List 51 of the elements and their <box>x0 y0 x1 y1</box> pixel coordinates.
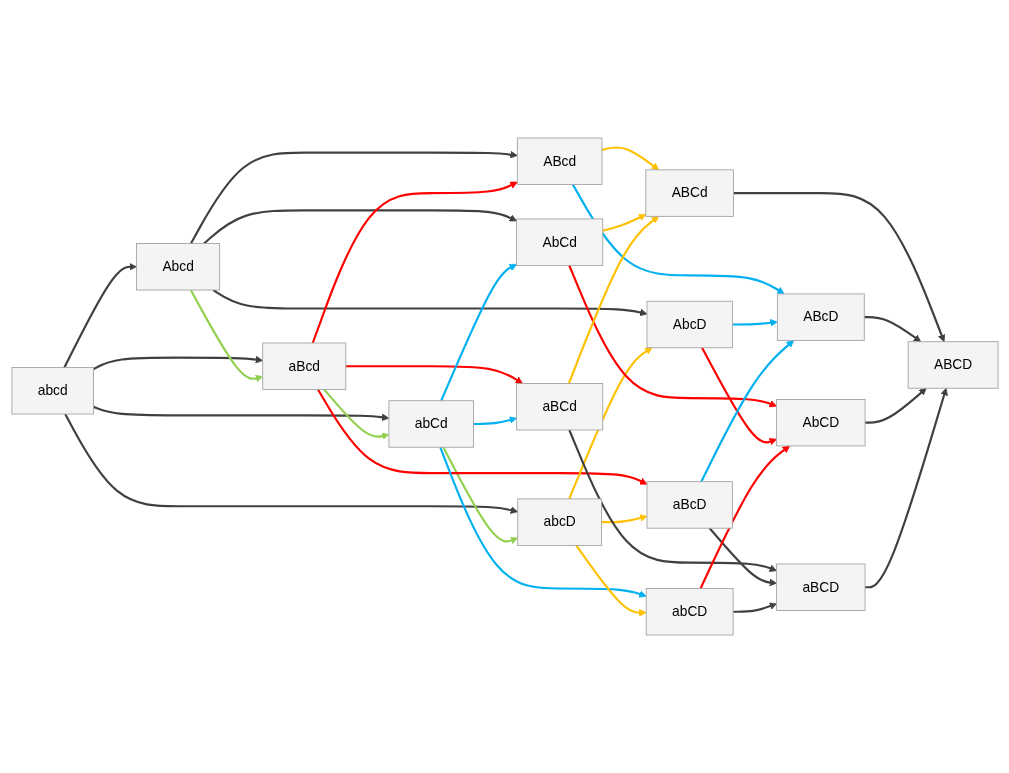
arrow <box>574 544 647 617</box>
arrow <box>601 514 647 524</box>
arrow <box>567 429 777 572</box>
node-box: aBCd <box>515 383 603 431</box>
arrow <box>439 264 517 402</box>
arrow <box>601 146 659 171</box>
arrow <box>864 387 927 424</box>
node-box: aBcD <box>646 481 733 529</box>
node-box: ABcD <box>776 293 865 341</box>
arrow <box>473 416 517 426</box>
arrow <box>92 355 263 371</box>
arrow <box>602 214 646 232</box>
node-box: AbCD <box>775 399 865 447</box>
node-box: AbCd <box>515 218 603 266</box>
arrow <box>708 527 777 587</box>
node-box: ABCD <box>907 341 999 389</box>
node-box: aBCD <box>775 563 865 611</box>
arrow <box>864 387 948 589</box>
arrow <box>311 181 518 344</box>
node-box: ABCd <box>644 169 734 217</box>
node-box: abCD <box>645 588 734 636</box>
node-box: ABcd <box>516 137 602 185</box>
arrow <box>733 192 945 343</box>
arrow <box>699 445 790 589</box>
arrow <box>571 183 785 295</box>
arrow <box>567 216 659 384</box>
arrow <box>189 289 263 383</box>
arrow <box>567 347 652 500</box>
arrow <box>322 388 389 440</box>
arrow <box>863 316 921 343</box>
arrow <box>700 347 777 446</box>
node-box: abcd <box>10 367 94 415</box>
arrow <box>438 446 647 598</box>
arrow <box>202 209 517 245</box>
arrow <box>189 150 518 245</box>
arrow <box>92 405 389 422</box>
arrow <box>441 446 518 545</box>
node-box: aBcd <box>261 342 346 390</box>
node-box: abCd <box>387 400 474 448</box>
arrow <box>345 365 523 384</box>
arrow <box>731 319 778 327</box>
arrow <box>699 340 794 483</box>
node-box: abcD <box>516 498 602 546</box>
node-box: Abcd <box>135 243 220 291</box>
arrow <box>62 262 137 369</box>
arrow <box>212 289 647 317</box>
arrow <box>316 388 647 485</box>
arrow <box>567 265 777 408</box>
node-box: AbcD <box>646 300 733 349</box>
arrow <box>732 602 777 613</box>
arrow <box>63 413 518 514</box>
